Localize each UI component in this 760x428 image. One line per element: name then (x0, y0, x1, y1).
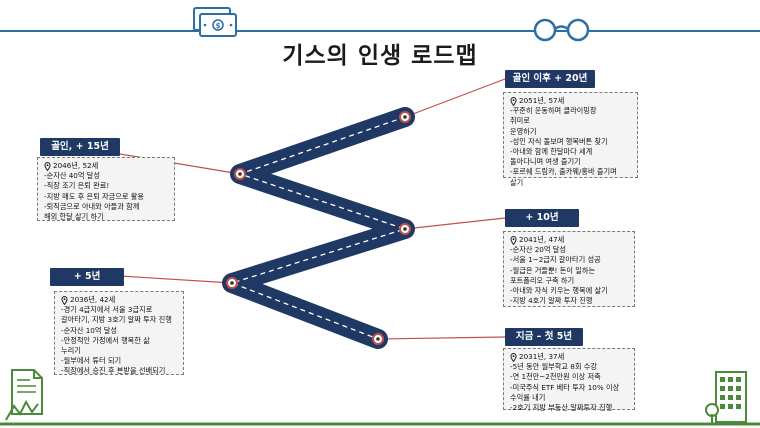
milestone-item: -지방 매도 후 은퇴 자금으로 활용 (44, 191, 144, 201)
milestone-item: 누리기 (61, 346, 81, 356)
milestone-year: 2046년, 52세 (53, 161, 99, 170)
connector-lines (119, 78, 506, 340)
milestone-box-2031: 2031년, 37세 -5년 동안 월부학교 8회 수강 -연 1천만~2천만원… (503, 348, 635, 413)
milestone-item: 해외 한달 살기 하기 (44, 212, 104, 222)
milestone-item: -안정적인 가정에서 행복한 삶 (61, 335, 150, 345)
milestone-item: -포르쉐 드림카, 출카웨/홍바 즐기며 (510, 167, 617, 177)
milestone-item: -퇴직금으로 아내와 아들과 함께 (44, 201, 140, 211)
money-icon: $ (193, 7, 237, 37)
badge-plus-10: + 10년 (505, 209, 579, 227)
glasses-icon (533, 18, 590, 42)
milestone-item: -꾸준히 운동하며 클라이밍장 (510, 106, 597, 116)
page-title: 기스의 인생 로드맵 (282, 43, 478, 69)
building-icon (705, 371, 747, 423)
milestone-box-2041: 2041년, 47세 -순자산 20억 달성 -서울 1~2급지 갈아타기 성공… (503, 231, 635, 307)
location-pin-icon (510, 352, 517, 362)
milestone-item: 갈아타기, 지방 3호기 알짜 투자 진행 (61, 315, 172, 325)
milestone-year: 2036년, 42세 (70, 295, 116, 304)
svg-text:$: $ (216, 22, 221, 30)
milestone-item: 돌아다니며 여생 즐기기 (510, 157, 581, 167)
milestone-item: 포트폴리오 구축 하기 (510, 275, 575, 285)
location-pin-icon (510, 235, 517, 245)
badge-retire-20: 골인 이후 + 20년 (505, 70, 595, 88)
milestone-item: -미국주식 ETF 베타 투자 10% 이상 (510, 382, 620, 392)
milestone-item: -2호기 지방 부동산 알짜투자 진행 (510, 403, 613, 413)
location-pin-icon (44, 161, 51, 171)
location-pin-icon (61, 295, 68, 305)
milestone-item: -월급은 거들뿐! 돈이 일하는 (510, 265, 596, 275)
milestone-item: 운영하기 (510, 126, 537, 136)
milestone-item: -5년 동안 월부학교 8회 수강 (510, 362, 598, 372)
milestone-item: -서울 1~2급지 갈아타기 성공 (510, 255, 601, 265)
milestone-item: -성인 자식 돌보며 행복버튼 찾기 (510, 136, 608, 146)
milestone-item: -경기 4급지에서 서울 3급지로 (61, 305, 153, 315)
milestone-item: 취미로 (510, 116, 530, 126)
badge-goal-15: 골인, + 15년 (40, 138, 120, 156)
milestone-year-row: 2051년, 57세 (510, 96, 633, 106)
milestone-year-row: 2046년, 52세 (44, 161, 170, 171)
milestone-item: 수익률 내기 (510, 392, 546, 402)
milestone-item: -순자산 10억 달성 (61, 325, 117, 335)
milestone-year-row: 2041년, 47세 (510, 235, 630, 245)
milestone-item: -직장 조기 은퇴 완료! (44, 181, 110, 191)
milestone-box-2051: 2051년, 57세 -꾸준히 운동하며 클라이밍장 취미로 운영하기 -성인 … (503, 92, 638, 187)
road-stops (226, 111, 411, 345)
milestone-year-row: 2031년, 37세 (510, 352, 630, 362)
milestone-box-2036: 2036년, 42세 -경기 4급지에서 서울 3급지로 갈아타기, 지방 3호… (54, 291, 184, 375)
location-pin-icon (510, 96, 517, 106)
badge-plus-5: + 5년 (50, 268, 124, 286)
milestone-item: -아내와 자식 키우는 행복에 살기 (510, 286, 608, 296)
milestone-item: -아내와 함께 한달마다 세계 (510, 147, 593, 157)
milestone-year: 2031년, 37세 (519, 352, 565, 361)
zigzag-road (222, 107, 415, 349)
milestone-year: 2041년, 47세 (519, 235, 565, 244)
milestone-item: -연 1천만~2천만원 이상 저축 (510, 372, 601, 382)
badge-now: 지금 – 첫 5년 (505, 328, 583, 346)
milestone-item: -순자산 40억 달성 (44, 171, 100, 181)
milestone-item: -월부에서 튜터 되기 (61, 356, 122, 366)
milestone-year: 2051년, 57세 (519, 96, 565, 105)
milestone-year-row: 2036년, 42세 (61, 295, 179, 305)
milestone-item: -순자산 20억 달성 (510, 245, 566, 255)
milestone-item: 살기 (510, 177, 524, 187)
milestone-item: -직장에서 승진 후 본받을 선배되기 (61, 366, 166, 376)
milestone-box-2046: 2046년, 52세 -순자산 40억 달성 -직장 조기 은퇴 완료! -지방… (37, 157, 175, 221)
document-chart-icon (5, 369, 43, 421)
milestone-item: -지방 4호기 알짜 투자 진행 (510, 296, 593, 306)
